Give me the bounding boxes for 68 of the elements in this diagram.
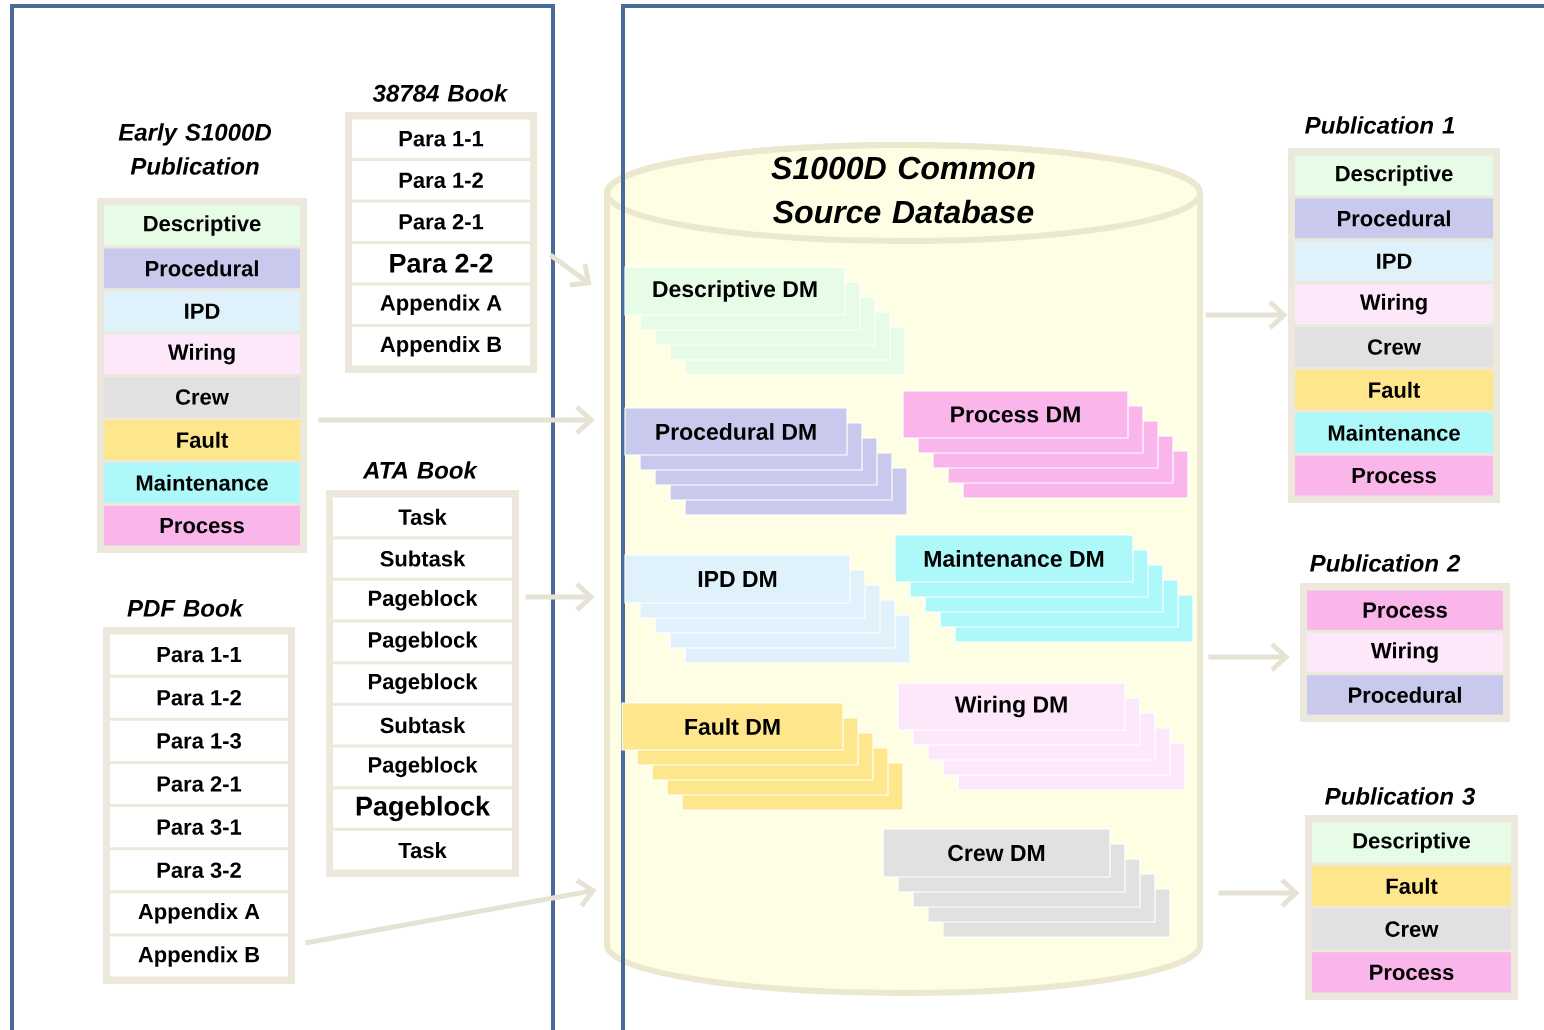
list-row: Subtask	[333, 539, 512, 578]
list-row: Process	[104, 505, 300, 546]
list-row: Subtask	[333, 705, 512, 745]
node-label: Publication 1	[1305, 116, 1455, 134]
list-row: Pageblock	[333, 580, 512, 620]
list-row: Crew	[1295, 327, 1493, 367]
arrow	[1208, 642, 1290, 672]
data-module-box: Crew DM	[882, 828, 1111, 878]
data-module-box: Fault DM	[621, 702, 844, 751]
node-label: PDF Book	[127, 599, 244, 617]
node-label: ATA Book	[362, 461, 478, 479]
node-label: Early S1000D Publication	[118, 123, 272, 175]
list-row: Procedural	[104, 248, 300, 289]
list-row: Para 2-1	[352, 202, 530, 241]
list-row: Pageblock	[333, 747, 512, 787]
list-row: Task	[333, 830, 512, 870]
list-row: Procedural	[1307, 675, 1503, 715]
node-label: 38784 Book	[372, 84, 509, 102]
list-row: Appendix A	[352, 285, 530, 324]
list-row: Para 2-2	[352, 244, 530, 283]
list-row: Pageblock	[333, 664, 512, 703]
list-row: Wiring	[1307, 632, 1503, 673]
arrow	[1218, 878, 1300, 908]
list-row: Fault	[104, 419, 300, 460]
list-row: Descriptive	[104, 205, 300, 246]
list-row: Crew	[1312, 909, 1511, 950]
list-row: Wiring	[1295, 284, 1493, 324]
list-row: Wiring	[104, 334, 300, 374]
list-row: Para 1-2	[352, 161, 530, 200]
data-module-box: Wiring DM	[897, 682, 1126, 731]
list-row: Task	[333, 497, 512, 537]
list-row: Appendix B	[352, 327, 530, 366]
data-module-box: Process DM	[902, 390, 1129, 439]
data-module-box: IPD DM	[624, 554, 851, 604]
list-row: Appendix B	[110, 936, 288, 977]
list-row: Pageblock	[333, 622, 512, 662]
arrow	[548, 253, 592, 288]
node-label: Publication 2	[1310, 554, 1461, 572]
list-row: Crew	[104, 377, 300, 417]
list-row: Maintenance	[104, 462, 300, 503]
node-label: Publication 3	[1325, 787, 1476, 805]
list-row: Process	[1307, 590, 1503, 630]
data-module-box: Maintenance DM	[894, 534, 1134, 583]
list-row: Para 2-1	[110, 763, 288, 804]
arrow	[318, 405, 595, 435]
list-row: Fault	[1312, 865, 1511, 906]
data-module-box: Procedural DM	[624, 407, 848, 456]
list-row: Procedural	[1295, 198, 1493, 239]
list-row: Descriptive	[1312, 822, 1511, 863]
list-row: Maintenance	[1295, 412, 1493, 453]
list-row: Appendix A	[110, 893, 288, 934]
list-row: Pageblock	[333, 789, 512, 828]
list-row: Para 1-1	[110, 634, 288, 675]
data-module-box: Descriptive DM	[624, 266, 846, 316]
list-row: Descriptive	[1295, 155, 1493, 196]
list-row: Process	[1295, 455, 1493, 496]
list-row: Para 1-1	[352, 119, 530, 158]
arrow	[1205, 300, 1288, 330]
arrow	[304, 878, 597, 946]
list-row: Para 3-2	[110, 850, 288, 891]
list-row: Para 1-3	[110, 720, 288, 761]
list-row: IPD	[1295, 241, 1493, 282]
arrow	[525, 582, 595, 612]
list-row: Process	[1312, 952, 1511, 993]
list-row: Fault	[1295, 369, 1493, 410]
list-row: IPD	[104, 291, 300, 332]
list-row: Para 1-2	[110, 677, 288, 718]
list-row: Para 3-1	[110, 807, 288, 848]
